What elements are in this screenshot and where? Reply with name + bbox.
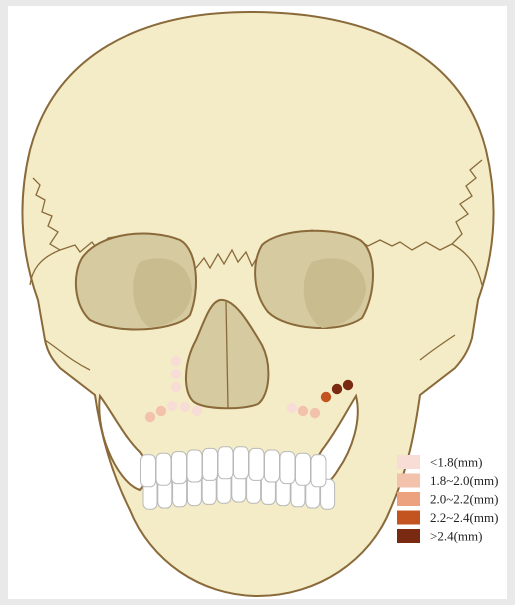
measurement-point bbox=[167, 401, 177, 411]
measurement-point bbox=[298, 406, 308, 416]
legend-label: 1.8~2.0(mm) bbox=[430, 473, 498, 488]
upper-tooth bbox=[311, 455, 326, 487]
upper-tooth bbox=[280, 452, 295, 484]
upper-tooth bbox=[187, 450, 202, 482]
upper-tooth bbox=[234, 447, 249, 479]
measurement-point bbox=[156, 406, 166, 416]
measurement-point bbox=[180, 402, 190, 412]
upper-tooth bbox=[172, 452, 187, 484]
legend-swatch bbox=[397, 455, 420, 469]
upper-tooth bbox=[265, 450, 280, 482]
upper-tooth bbox=[203, 448, 218, 480]
upper-tooth bbox=[249, 448, 264, 480]
measurement-point bbox=[171, 369, 181, 379]
legend-label: 2.2~2.4(mm) bbox=[430, 510, 498, 525]
measurement-point bbox=[171, 356, 181, 366]
legend-swatch bbox=[397, 511, 420, 525]
legend-label: <1.8(mm) bbox=[430, 455, 482, 470]
legend-swatch bbox=[397, 474, 420, 488]
legend-label: 2.0~2.2(mm) bbox=[430, 492, 498, 507]
measurement-point bbox=[332, 384, 342, 394]
legend-label: >2.4(mm) bbox=[430, 529, 482, 544]
legend: <1.8(mm) 1.8~2.0(mm) 2.0~2.2(mm) 2.2~2.4(mm… bbox=[397, 455, 498, 544]
upper-tooth bbox=[156, 453, 171, 485]
measurement-point bbox=[310, 408, 320, 418]
measurement-point bbox=[343, 380, 353, 390]
upper-tooth bbox=[296, 453, 311, 485]
measurement-point bbox=[192, 406, 202, 416]
measurement-point bbox=[171, 382, 181, 392]
measurement-point bbox=[321, 392, 331, 402]
upper-tooth bbox=[141, 455, 156, 487]
upper-tooth bbox=[218, 447, 233, 479]
legend-swatch bbox=[397, 492, 420, 506]
measurement-point bbox=[287, 403, 297, 413]
teeth bbox=[141, 447, 335, 509]
measurement-point bbox=[145, 412, 155, 422]
legend-swatch bbox=[397, 529, 420, 543]
